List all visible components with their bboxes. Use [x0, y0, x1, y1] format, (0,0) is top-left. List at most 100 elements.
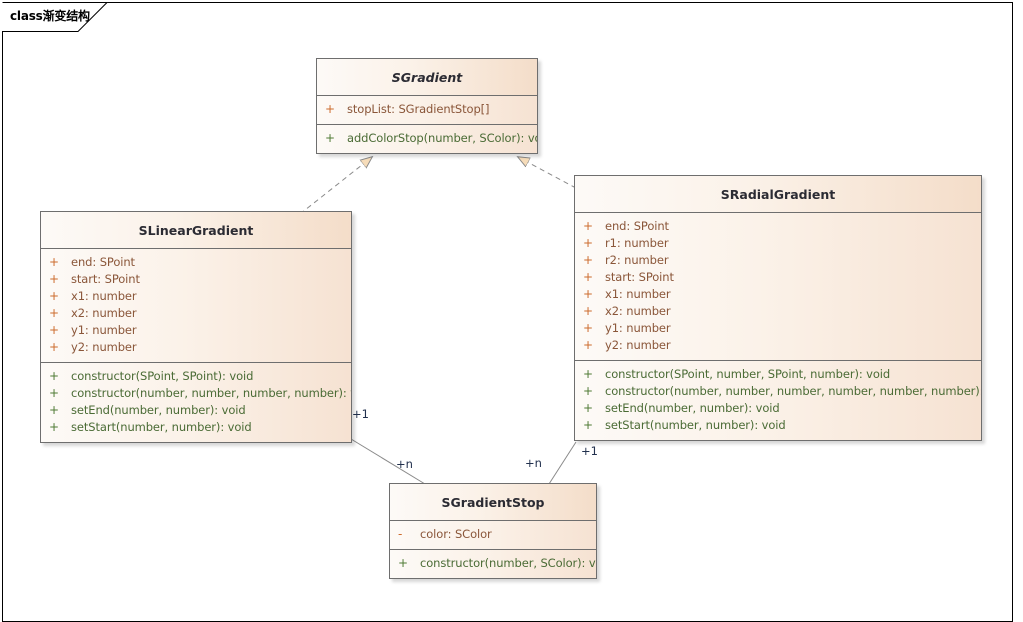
- attribute-row: + stopList: SGradientStop[]: [317, 101, 537, 118]
- attribute-row: + r1: number: [575, 235, 981, 252]
- connector-lineargradient-to-sgradient: [299, 157, 372, 215]
- visibility-marker: +: [398, 556, 409, 570]
- attribute-row: + x1: number: [575, 286, 981, 303]
- connector-lineargradient-to-gradientstop: [350, 438, 426, 485]
- attribute-label: color: SColor: [420, 527, 492, 541]
- attribute-row: + y1: number: [41, 322, 351, 339]
- attribute-label: y1: number: [605, 321, 671, 335]
- visibility-marker: +: [49, 306, 60, 320]
- method-row: + constructor(number, SColor): void: [390, 555, 596, 572]
- connector-radialgradient-to-gradientstop: [548, 441, 577, 485]
- method-label: setEnd(number, number): void: [71, 403, 246, 417]
- visibility-marker: +: [49, 289, 60, 303]
- attribute-label: start: SPoint: [71, 272, 140, 286]
- visibility-marker: +: [583, 219, 594, 233]
- attribute-label: r2: number: [605, 253, 669, 267]
- method-row: + constructor(SPoint, number, SPoint, nu…: [575, 366, 981, 383]
- attribute-row: + start: SPoint: [41, 271, 351, 288]
- method-row: + addColorStop(number, SColor): void: [317, 130, 537, 147]
- attribute-label: y2: number: [605, 338, 671, 352]
- attribute-row: + start: SPoint: [575, 269, 981, 286]
- method-row: + constructor(number, number, number, nu…: [575, 383, 981, 400]
- visibility-marker: +: [583, 236, 594, 250]
- attribute-label: x2: number: [71, 306, 137, 320]
- visibility-marker: +: [583, 270, 594, 284]
- attribute-row: + x1: number: [41, 288, 351, 305]
- visibility-marker: +: [49, 340, 60, 354]
- methods-compartment-sgradientstop: + constructor(number, SColor): void: [390, 550, 596, 578]
- method-label: constructor(number, number, number, numb…: [71, 386, 352, 400]
- method-row: + constructor(SPoint, SPoint): void: [41, 368, 351, 385]
- method-label: constructor(number, number, number, numb…: [605, 384, 982, 398]
- attribute-label: x1: number: [71, 289, 137, 303]
- visibility-marker: +: [583, 367, 594, 381]
- visibility-marker: +: [49, 272, 60, 286]
- class-name-sgradient: SGradient: [317, 59, 537, 96]
- visibility-marker: +: [583, 304, 594, 318]
- attribute-label: r1: number: [605, 236, 669, 250]
- visibility-marker: +: [583, 287, 594, 301]
- method-label: setStart(number, number): void: [605, 418, 786, 432]
- attribute-label: y2: number: [71, 340, 137, 354]
- method-label: setEnd(number, number): void: [605, 401, 780, 415]
- attribute-label: end: SPoint: [71, 255, 135, 269]
- attribute-row: - color: SColor: [390, 526, 596, 543]
- attribute-row: + y1: number: [575, 320, 981, 337]
- methods-compartment-sgradient: + addColorStop(number, SColor): void: [317, 125, 537, 153]
- attributes-compartment-sgradientstop: - color: SColor: [390, 521, 596, 550]
- visibility-marker: +: [49, 386, 60, 400]
- methods-compartment-sradialgradient: + constructor(SPoint, number, SPoint, nu…: [575, 361, 981, 440]
- class-box-sgradientstop[interactable]: SGradientStop - color: SColor + construc…: [389, 483, 597, 579]
- attribute-row: + r2: number: [575, 252, 981, 269]
- class-name-slineargradient: SLinearGradient: [41, 212, 351, 249]
- attribute-label: x1: number: [605, 287, 671, 301]
- attribute-row: + x2: number: [575, 303, 981, 320]
- multiplicity-lineargradient-one: +1: [352, 407, 369, 421]
- method-row: + setEnd(number, number): void: [41, 402, 351, 419]
- multiplicity-radialgradient-many: +n: [525, 456, 542, 470]
- method-row: + setStart(number, number): void: [41, 419, 351, 436]
- method-label: setStart(number, number): void: [71, 420, 252, 434]
- method-row: + constructor(number, number, number, nu…: [41, 385, 351, 402]
- attribute-label: end: SPoint: [605, 219, 669, 233]
- class-box-slineargradient[interactable]: SLinearGradient + end: SPoint + start: S…: [40, 211, 352, 443]
- attribute-label: x2: number: [605, 304, 671, 318]
- visibility-marker: +: [325, 131, 336, 145]
- visibility-marker: +: [49, 255, 60, 269]
- visibility-marker: +: [49, 420, 60, 434]
- method-label: addColorStop(number, SColor): void: [347, 131, 538, 145]
- attributes-compartment-sgradient: + stopList: SGradientStop[]: [317, 96, 537, 125]
- visibility-marker: +: [583, 384, 594, 398]
- class-box-sgradient[interactable]: SGradient + stopList: SGradientStop[] + …: [316, 58, 538, 154]
- multiplicity-lineargradient-many: +n: [396, 457, 413, 471]
- diagram-title: class渐变结构: [10, 9, 90, 23]
- attribute-label: start: SPoint: [605, 270, 674, 284]
- visibility-marker: +: [49, 403, 60, 417]
- attribute-label: y1: number: [71, 323, 137, 337]
- class-name-sradialgradient: SRadialGradient: [575, 176, 981, 213]
- attributes-compartment-slineargradient: + end: SPoint + start: SPoint + x1: numb…: [41, 249, 351, 363]
- method-row: + setStart(number, number): void: [575, 417, 981, 434]
- attribute-row: + x2: number: [41, 305, 351, 322]
- class-name-sgradientstop: SGradientStop: [390, 484, 596, 521]
- visibility-marker: +: [583, 321, 594, 335]
- visibility-marker: +: [583, 253, 594, 267]
- visibility-marker: +: [583, 418, 594, 432]
- attribute-row: + y2: number: [41, 339, 351, 356]
- method-row: + setEnd(number, number): void: [575, 400, 981, 417]
- method-label: constructor(number, SColor): void: [420, 556, 597, 570]
- methods-compartment-slineargradient: + constructor(SPoint, SPoint): void + co…: [41, 363, 351, 442]
- class-box-sradialgradient[interactable]: SRadialGradient + end: SPoint + r1: numb…: [574, 175, 982, 441]
- attributes-compartment-sradialgradient: + end: SPoint + r1: number + r2: number …: [575, 213, 981, 361]
- visibility-marker: +: [583, 401, 594, 415]
- method-label: constructor(SPoint, number, SPoint, numb…: [605, 367, 891, 381]
- multiplicity-radialgradient-one: +1: [581, 444, 598, 458]
- visibility-marker: +: [49, 323, 60, 337]
- connector-layer: [299, 0, 577, 485]
- attribute-row: + y2: number: [575, 337, 981, 354]
- visibility-marker: +: [583, 338, 594, 352]
- visibility-marker: +: [49, 369, 60, 383]
- visibility-marker: +: [325, 102, 336, 116]
- connector-radialgradient-to-sgradient: [518, 157, 577, 189]
- attribute-row: + end: SPoint: [41, 254, 351, 271]
